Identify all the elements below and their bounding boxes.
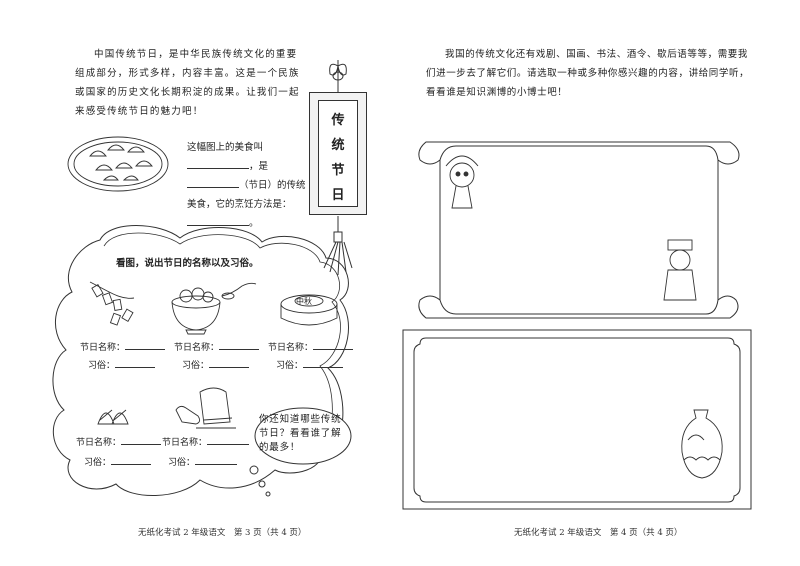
- zongzi-icon: [97, 409, 129, 425]
- festival-name-field: 节日名称：: [162, 434, 250, 448]
- right-intro-paragraph: 我国的传统文化还有戏剧、国画、书法、酒令、歇后语等等，需要我们进一步去了解它们。…: [426, 49, 750, 98]
- food-question: 这幅图上的美食叫 ，是（节日）的传统美食，它的烹饪方法是：。: [187, 142, 306, 229]
- mooncake-icon: [280, 294, 338, 326]
- festival-name-field: 节日名称：: [76, 434, 162, 448]
- left-intro-paragraph: 中国传统节日，是中华民族传统文化的重要组成部分，形式多样，内容丰富。这是一个民族…: [75, 49, 300, 117]
- custom-field: 习俗：: [182, 357, 250, 371]
- right-footer: 无纸化考试 2 年级语文 第 4 页（共 4 页）: [514, 528, 683, 538]
- cloud-heading: 看图，说出节日的名称以及习俗。: [116, 258, 259, 269]
- scholar-figure-icon: [663, 239, 697, 301]
- festival-name-field: 节日名称：: [80, 339, 166, 353]
- tangyuan-bowl-icon: [171, 282, 257, 335]
- hanging-ornament-icon: [323, 60, 353, 276]
- cloud-outline: [52, 225, 349, 496]
- title-char: 传: [331, 113, 345, 128]
- festival-name-field: 节日名称：: [174, 339, 260, 353]
- title-card: 传 统 节 日: [309, 92, 367, 215]
- food-q-part1: 这幅图上的美食叫: [187, 142, 264, 153]
- title-char: 节: [331, 163, 345, 178]
- custom-field: 习俗：: [168, 454, 238, 468]
- scroll-frame: [418, 141, 740, 319]
- title-char: 日: [331, 188, 345, 203]
- custom-field: 习俗：: [84, 454, 152, 468]
- ornate-frame: [402, 329, 752, 510]
- custom-field: 习俗：: [276, 357, 344, 371]
- cooking-method-blank[interactable]: [187, 214, 249, 226]
- porcelain-vase-icon: [681, 409, 723, 479]
- custom-field: 习俗：: [88, 357, 156, 371]
- speech-bubble-text: 你还知道哪些传统节日？看看谁了解的最多！: [259, 414, 342, 453]
- firecracker-icon: [89, 281, 135, 326]
- festival-blank[interactable]: [187, 176, 239, 188]
- dumplings-plate-icon: [67, 136, 169, 192]
- title-char: 统: [331, 138, 345, 153]
- festival-name-field: 节日名称：: [268, 339, 354, 353]
- opera-figure-icon: [445, 155, 479, 209]
- food-name-blank[interactable]: [187, 157, 249, 169]
- left-footer: 无纸化考试 2 年级语文 第 3 页（共 4 页）: [138, 528, 307, 538]
- mooncake-text: 中秋: [296, 297, 312, 306]
- cured-meat-icon: [175, 387, 236, 429]
